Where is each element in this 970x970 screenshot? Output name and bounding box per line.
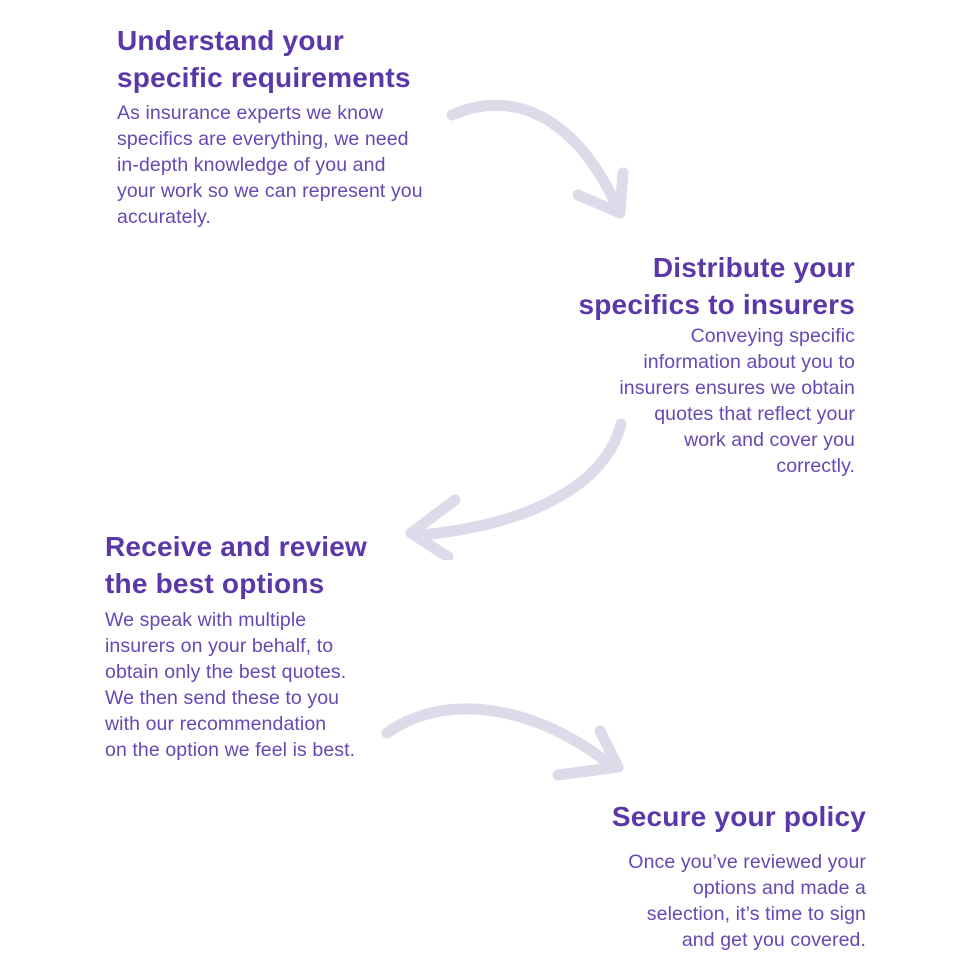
step-1-understand-requirements: Understand your specific requirements As …: [117, 22, 467, 230]
text-line: and get you covered.: [681, 929, 866, 951]
text-line: We then send these to you: [105, 687, 340, 709]
text-line: insurers on your behalf, to: [105, 635, 334, 657]
step-4-heading: Secure your policy: [521, 798, 866, 835]
step-3-description: We speak with multiple insurers on your b…: [105, 607, 455, 763]
step-4-description: Once you’ve reviewed your options and mad…: [521, 849, 866, 953]
text-line: correctly.: [776, 455, 855, 477]
text-line: with our recommendation: [105, 713, 327, 735]
text-line: specific requirements: [117, 62, 411, 93]
step-2-description: Conveying specific information about you …: [465, 323, 855, 479]
text-line: Understand your: [117, 25, 345, 56]
text-line: Once you’ve reviewed your: [628, 851, 866, 873]
curved-arrow-down-right-icon: [375, 690, 635, 790]
text-line: obtain only the best quotes.: [105, 661, 347, 683]
text-line: specifics are everything, we need: [117, 128, 409, 150]
step-2-distribute-specifics: Distribute your specifics to insurers Con…: [465, 249, 855, 479]
text-line: Conveying specific: [690, 325, 855, 347]
text-line: We speak with multiple: [105, 609, 307, 631]
text-line: work and cover you: [684, 429, 855, 451]
text-line: selection, it’s time to sign: [646, 903, 866, 925]
step-1-description: As insurance experts we know specifics ar…: [117, 100, 467, 230]
step-3-receive-review-options: Receive and review the best options We sp…: [105, 528, 455, 763]
text-line: in-depth knowledge of you and: [117, 154, 386, 176]
text-line: As insurance experts we know: [117, 102, 384, 124]
text-line: specifics to insurers: [578, 289, 855, 320]
step-4-secure-policy: Secure your policy Once you’ve reviewed …: [521, 798, 866, 953]
step-2-heading: Distribute your specifics to insurers: [465, 249, 855, 323]
text-line: information about you to: [643, 351, 855, 373]
text-line: insurers ensures we obtain: [619, 377, 855, 399]
text-line: Secure your policy: [611, 801, 866, 832]
curved-arrow-down-right-icon: [440, 85, 640, 225]
step-1-heading: Understand your specific requirements: [117, 22, 467, 96]
text-line: your work so we can represent you: [117, 180, 423, 202]
text-line: quotes that reflect your: [654, 403, 855, 425]
text-line: Receive and review: [105, 531, 367, 562]
text-line: Distribute your: [652, 252, 855, 283]
text-line: options and made a: [692, 877, 866, 899]
text-line: accurately.: [117, 206, 211, 228]
text-line: on the option we feel is best.: [105, 739, 356, 761]
text-line: the best options: [105, 568, 325, 599]
curved-arrow-down-left-icon: [395, 410, 635, 560]
step-3-heading: Receive and review the best options: [105, 528, 455, 602]
